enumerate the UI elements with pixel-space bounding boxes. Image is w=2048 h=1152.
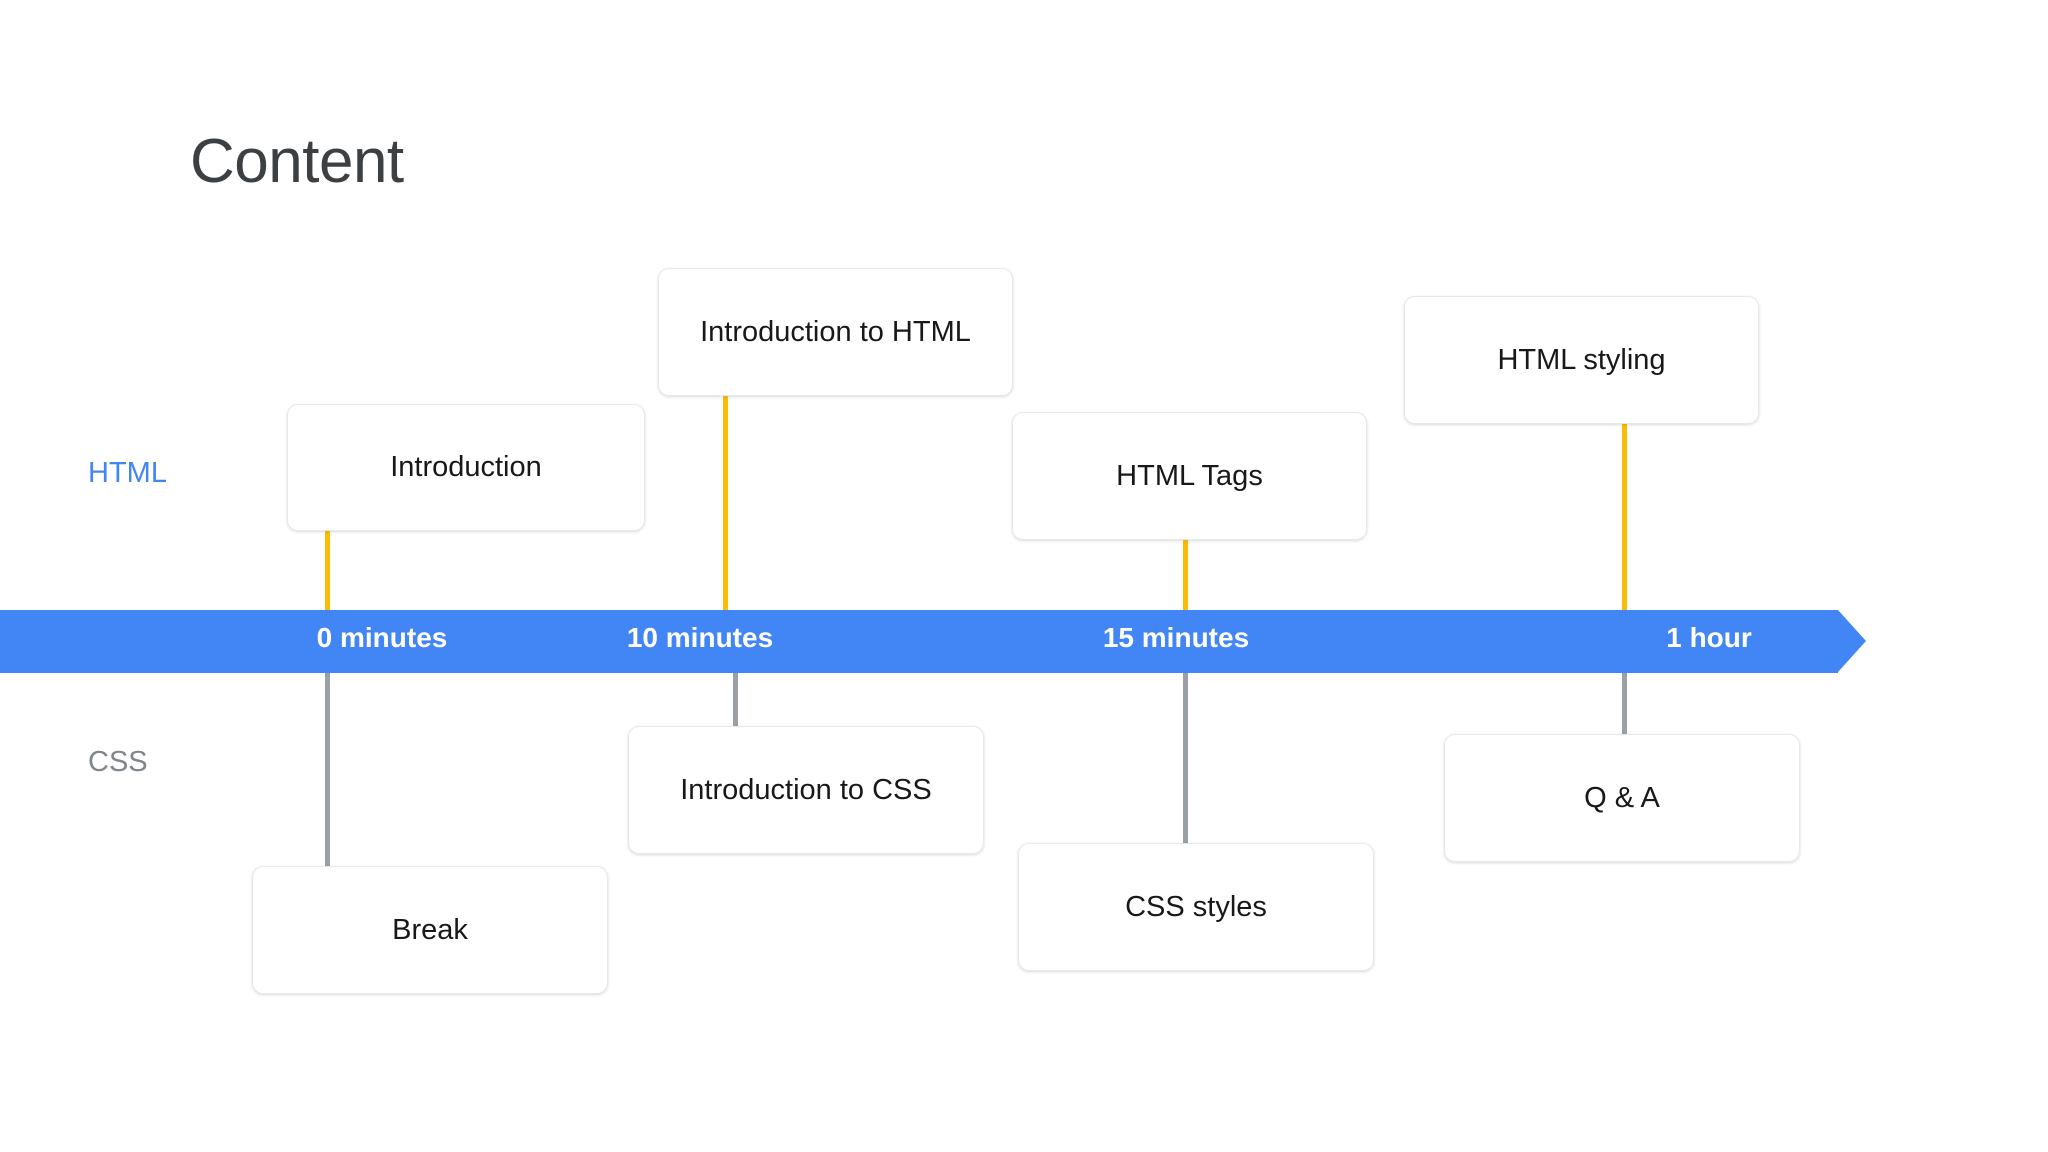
card-label: Break: [392, 913, 468, 946]
card-label: HTML styling: [1497, 343, 1666, 376]
connector-break: [325, 669, 330, 867]
card-introduction[interactable]: Introduction: [287, 404, 645, 531]
connector-introduction-to-css: [733, 669, 738, 727]
card-label: Introduction to CSS: [680, 773, 932, 806]
time-marker-15-minutes: 15 minutes: [1102, 622, 1250, 653]
card-label: Introduction: [390, 451, 542, 484]
connector-introduction-to-html: [723, 396, 728, 614]
lane-label-html: HTML: [88, 457, 167, 489]
card-label: Introduction to HTML: [700, 315, 971, 348]
card-q-and-a[interactable]: Q & A: [1444, 734, 1800, 862]
timeline-bar: [0, 610, 1838, 673]
card-html-tags[interactable]: HTML Tags: [1012, 412, 1367, 540]
card-label: Q & A: [1584, 781, 1660, 814]
connector-q-and-a: [1622, 669, 1627, 735]
time-marker-1-hour: 1 hour: [1666, 622, 1752, 653]
time-marker-0-minutes: 0 minutes: [316, 622, 448, 653]
time-marker-10-minutes: 10 minutes: [626, 622, 774, 653]
card-css-styles[interactable]: CSS styles: [1018, 843, 1374, 971]
timeline-arrowhead-icon: [1838, 610, 1866, 672]
card-html-styling[interactable]: HTML styling: [1404, 296, 1759, 424]
connector-html-tags: [1183, 540, 1188, 614]
lane-label-css: CSS: [88, 746, 148, 778]
card-introduction-to-html[interactable]: Introduction to HTML: [658, 268, 1013, 396]
card-introduction-to-css[interactable]: Introduction to CSS: [628, 726, 984, 854]
connector-introduction: [325, 530, 330, 614]
card-label: CSS styles: [1125, 890, 1267, 923]
connector-html-styling: [1622, 423, 1627, 614]
connector-css-styles: [1183, 669, 1188, 844]
card-break[interactable]: Break: [252, 866, 608, 994]
page-title: Content: [190, 127, 404, 196]
card-label: HTML Tags: [1116, 459, 1263, 492]
